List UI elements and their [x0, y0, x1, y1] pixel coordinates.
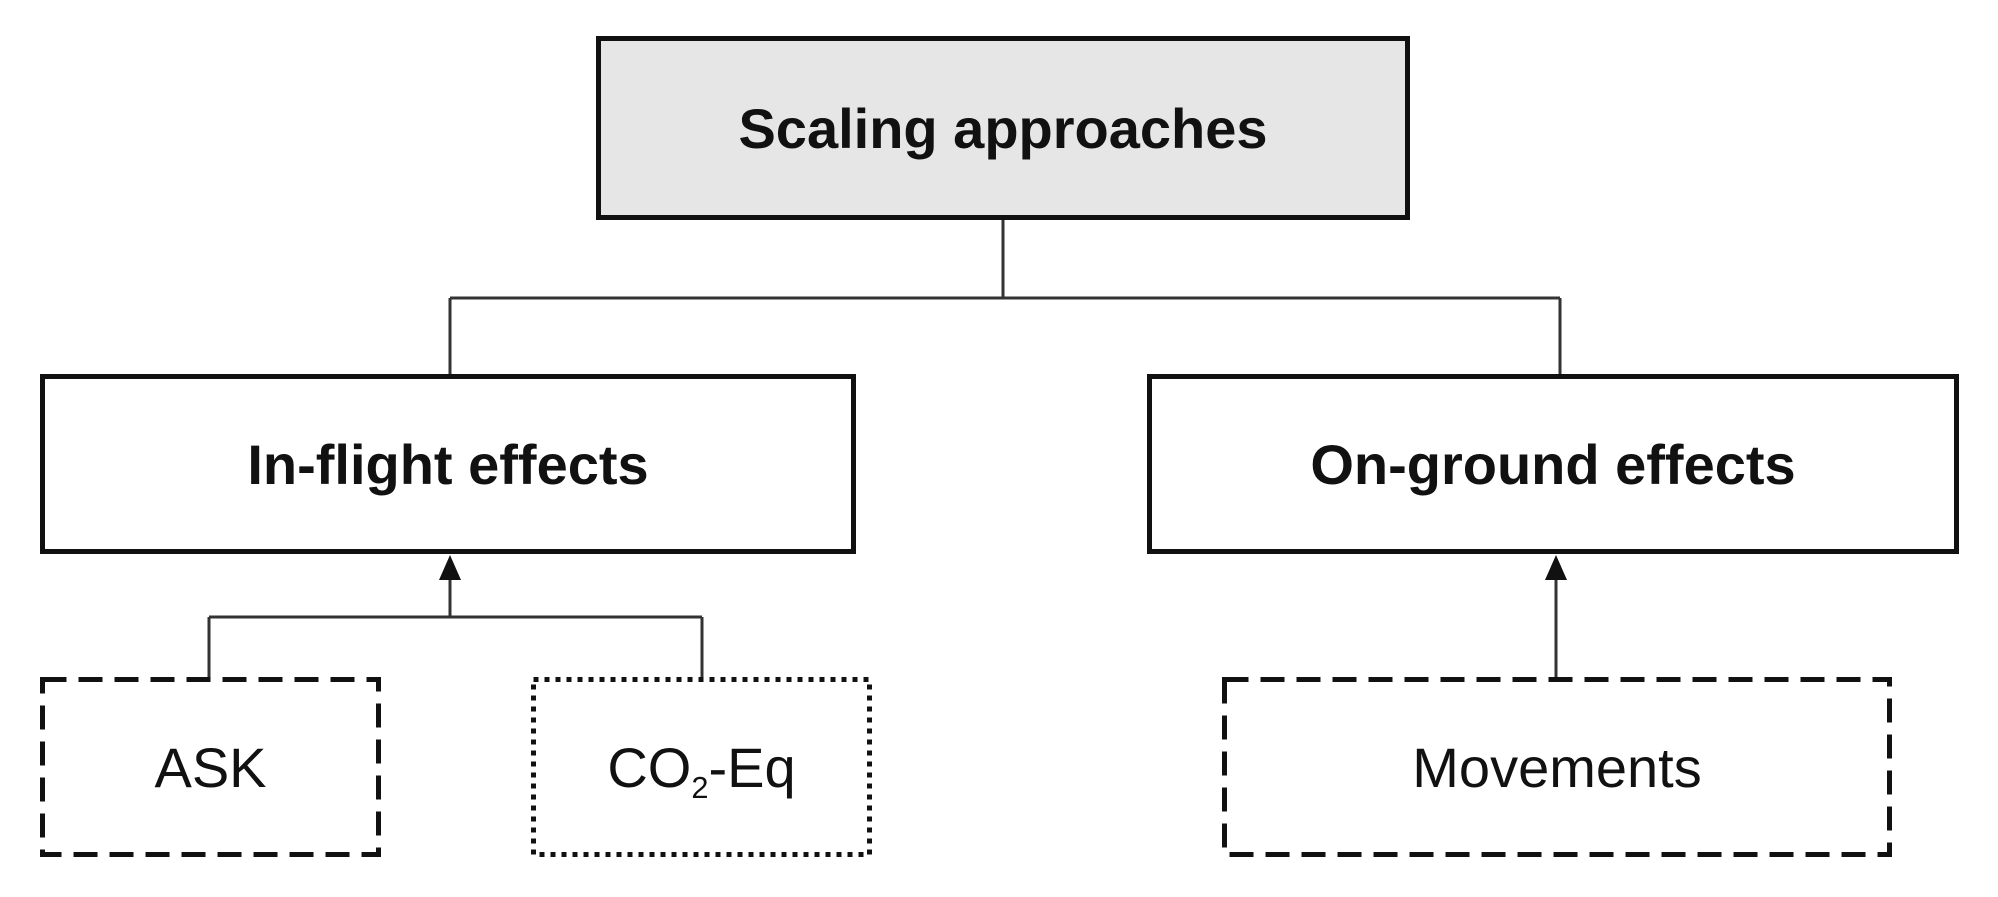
ask-label: ASK: [154, 735, 267, 799]
inflight-effects-label: In-flight effects: [247, 432, 649, 496]
co2-eq-suffix: -Eq: [708, 735, 796, 799]
co2-eq-subscript: 2: [691, 769, 709, 805]
inflight-effects-box: In-flight effects: [40, 374, 856, 554]
co2-eq-box: CO2-Eq: [531, 677, 872, 857]
co2-eq-main: CO: [607, 735, 692, 799]
root-label: Scaling approaches: [738, 96, 1268, 160]
onground-arrowhead: [1545, 555, 1567, 580]
ask-box: ASK: [40, 677, 381, 857]
root-box: Scaling approaches: [596, 36, 1410, 220]
movements-box: Movements: [1222, 677, 1892, 857]
co2-eq-label: CO2-Eq: [607, 735, 796, 803]
onground-effects-label: On-ground effects: [1310, 432, 1796, 496]
movements-label: Movements: [1412, 735, 1702, 799]
onground-effects-box: On-ground effects: [1147, 374, 1959, 554]
inflight-arrowhead: [439, 555, 461, 580]
